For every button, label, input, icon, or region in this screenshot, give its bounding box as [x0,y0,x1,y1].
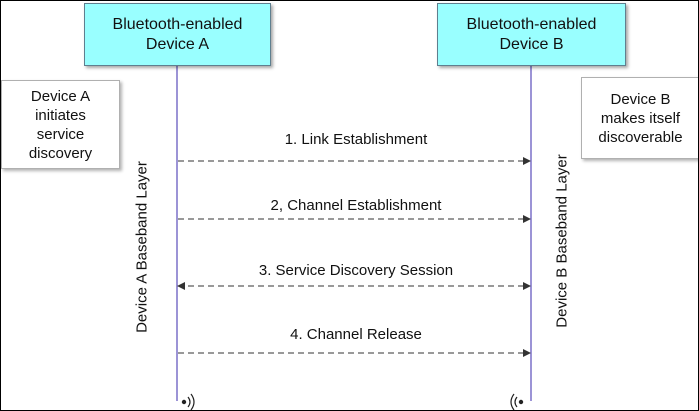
note-a-line: service [36,125,85,143]
message-label-channel-establishment: 2, Channel Establishment [270,197,442,214]
message-label-link-establishment: 1. Link Establishment [284,131,428,148]
message-label-service-discovery-session: 3. Service Discovery Session [258,262,454,279]
device-a-title-line2: Device A [145,35,210,53]
device-a-note: Device A initiates service discovery [1,80,120,169]
device-a-title-line1: Bluetooth-enabled [112,15,243,33]
device-a-box: Bluetooth-enabled Device A [84,3,271,66]
note-a-line: initiates [35,106,86,124]
device-b-note: Device B makes itself discoverable [581,77,698,159]
device-b-title-line2: Device B [499,35,564,53]
device-b-baseband-layer-label: Device B Baseband Layer [553,154,571,328]
note-b-line: Device B [610,90,671,108]
wireless-signal-left-icon [510,393,524,410]
device-b-box: Bluetooth-enabled Device B [437,3,626,66]
device-a-baseband-layer-label: Device A Baseband Layer [133,161,151,333]
note-b-line: discoverable [598,128,683,146]
note-a-line: Device A [30,87,91,105]
wireless-signal-right-icon [181,393,195,410]
device-b-title-line1: Bluetooth-enabled [466,15,597,33]
note-b-line: makes itself [600,109,681,127]
note-a-line: discovery [28,144,93,162]
message-label-channel-release: 4. Channel Release [290,326,422,343]
